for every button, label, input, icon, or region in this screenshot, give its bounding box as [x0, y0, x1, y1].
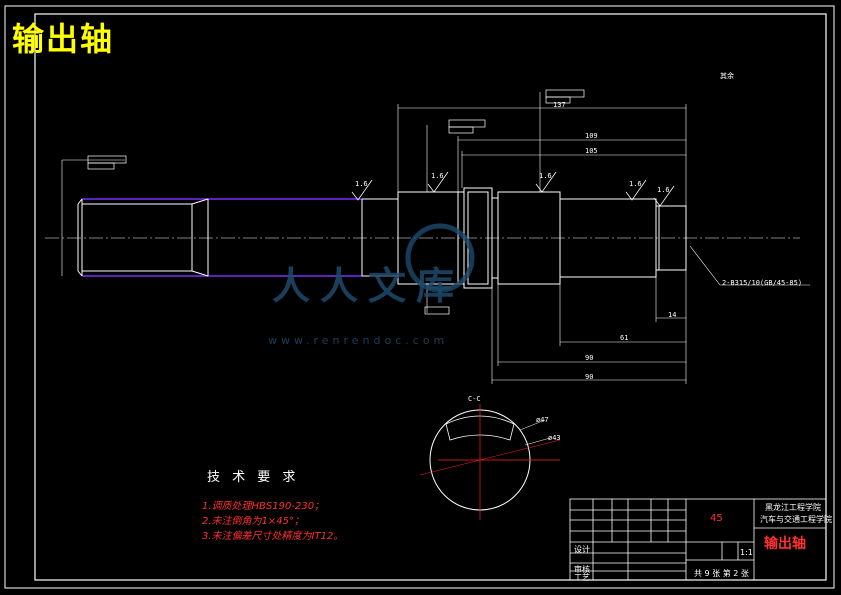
- thread-section: [82, 198, 362, 277]
- dim-43: ø43: [548, 434, 561, 442]
- other-roughness-note: 其余: [720, 72, 734, 80]
- center-hole-note: 2-B315/10(GB/45-85): [722, 279, 803, 287]
- left-shaft-outline: [77, 198, 363, 277]
- sheet-info: 共 9 张 第 2 张: [694, 569, 749, 578]
- tech-requirement-1: 1.调质处理HBS190-230；: [202, 501, 325, 512]
- dim-90a: 90: [585, 354, 594, 362]
- roughness-5: 1.6: [657, 186, 670, 194]
- dim-105: 105: [585, 147, 598, 155]
- roughness-3: 1.6: [539, 172, 552, 180]
- dim-90b: 90: [585, 373, 594, 381]
- scale-value: 1:1: [740, 548, 753, 557]
- roughness-2: 1.6: [431, 172, 444, 180]
- material-value: 45: [710, 513, 723, 524]
- part-name: 输出轴: [764, 536, 806, 552]
- watermark-logo: [405, 223, 475, 293]
- tolerance-frames: [87, 89, 585, 315]
- section-label: C-C: [468, 395, 481, 403]
- drawing-title: 输出轴: [12, 20, 115, 58]
- school-name-2: 汽车与交通工程学院: [760, 515, 832, 524]
- tech-requirements-title: 技 术 要 求: [207, 470, 300, 485]
- roughness-symbols: [351, 171, 675, 207]
- dim-47: ø47: [536, 416, 549, 424]
- dim-61: 61: [620, 334, 629, 342]
- roughness-1: 1.6: [355, 180, 368, 188]
- title-block: [569, 498, 827, 581]
- tech-requirement-2: 2.未注倒角为1×45°；: [202, 516, 305, 527]
- design-label: 设计: [574, 545, 590, 554]
- inner-frame: [34, 13, 827, 581]
- school-name-1: 黑龙江工程学院: [765, 503, 821, 512]
- review-label: 审核: [574, 565, 590, 574]
- dimension-lines: [61, 92, 810, 384]
- dim-137: 137: [553, 101, 566, 109]
- section-view: [419, 404, 561, 520]
- watermark-text: 人人文库: [272, 264, 465, 308]
- roughness-4: 1.6: [629, 180, 642, 188]
- watermark-url: www.renrendoc.com: [268, 334, 449, 347]
- shaft-body: [362, 187, 687, 289]
- dim-14: 14: [668, 311, 677, 319]
- tech-requirement-3: 3.未注偏差尺寸处精度为IT12。: [202, 531, 344, 542]
- dim-109: 109: [585, 132, 598, 140]
- process-label: 工艺: [574, 573, 590, 582]
- outer-frame: [4, 5, 835, 589]
